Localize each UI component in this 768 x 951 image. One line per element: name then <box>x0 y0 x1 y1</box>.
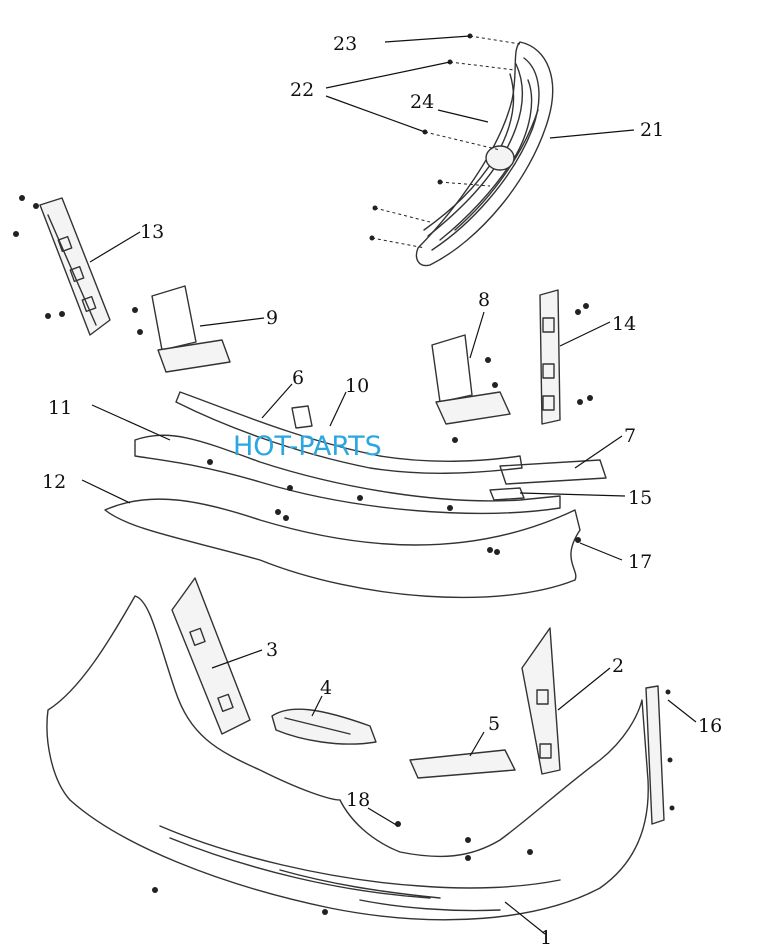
callout-21: 21 <box>640 119 664 141</box>
callout-16: 16 <box>698 715 722 737</box>
callout-3: 3 <box>266 639 278 661</box>
callout-4: 4 <box>320 677 332 699</box>
callout-2: 2 <box>612 655 624 677</box>
callout-24: 24 <box>410 91 434 113</box>
callout-15: 15 <box>628 487 652 509</box>
callout-7: 7 <box>624 425 636 447</box>
part-3-left-bumper-bracket <box>171 577 251 735</box>
callout-18: 18 <box>346 789 370 811</box>
callout-17: 17 <box>628 551 652 573</box>
callout-14: 14 <box>612 313 636 335</box>
part-7-side-bracket <box>489 459 607 501</box>
part-9-left-support <box>132 285 231 373</box>
callout-11: 11 <box>48 397 72 419</box>
part-1-bumper-cover <box>46 595 649 921</box>
part-16-side-bracket <box>645 685 675 825</box>
callout-1: 1 <box>540 927 552 949</box>
callout-10: 10 <box>345 375 369 397</box>
callout-13: 13 <box>140 221 164 243</box>
callout-12: 12 <box>42 471 66 493</box>
callout-6: 6 <box>292 367 304 389</box>
part-21-grille <box>415 41 554 267</box>
part-8-right-support <box>431 334 511 443</box>
part-4-fog-lamp <box>271 708 377 745</box>
part-2-right-bumper-bracket <box>521 627 561 775</box>
callout-labels: 23 22 24 21 13 9 8 14 6 10 11 7 15 12 17… <box>42 33 722 949</box>
part-13-left-bracket <box>13 195 111 336</box>
leader-lines <box>81 35 697 935</box>
callout-22: 22 <box>290 79 314 101</box>
callout-23: 23 <box>333 33 357 55</box>
part-11-reinforcement <box>134 434 561 515</box>
grille-fastener-lines <box>369 33 521 249</box>
part-12-absorber <box>104 498 581 599</box>
callout-8: 8 <box>478 289 490 311</box>
part-5-lower-trim <box>409 749 516 779</box>
part-14-right-bracket <box>539 289 593 425</box>
callout-9: 9 <box>266 307 278 329</box>
callout-5: 5 <box>488 713 500 735</box>
part-6-upper-beam <box>175 391 523 474</box>
watermark: HOT-PARTS <box>233 431 382 462</box>
